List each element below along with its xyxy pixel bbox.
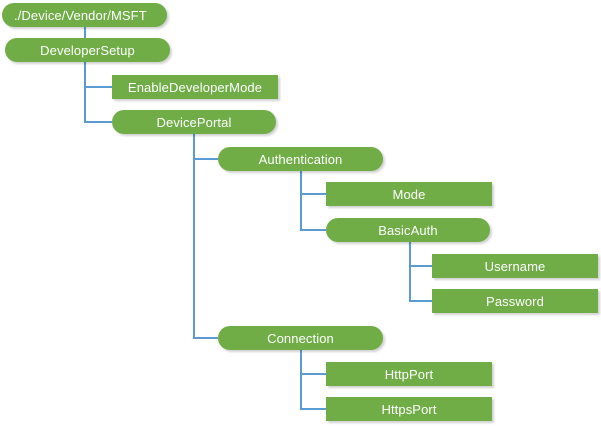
tree-node-mode[interactable]: Mode [326,182,492,206]
connector-seg-to-username [409,265,432,267]
connector-seg-to-connection [193,337,218,339]
connector-seg-developersetup-down [84,62,86,123]
connector-seg-to-authentication [193,158,218,160]
tree-node-basicauth[interactable]: BasicAuth [326,218,490,242]
connector-seg-to-password [409,300,432,302]
tree-node-deviceportal[interactable]: DevicePortal [112,110,276,134]
tree-node-root[interactable]: ./Device/Vendor/MSFT [2,3,167,27]
tree-node-developersetup[interactable]: DeveloperSetup [5,38,170,62]
tree-node-enabledevelopermode[interactable]: EnableDeveloperMode [112,75,278,99]
connector-seg-to-httpport [300,373,326,375]
tree-node-httpport[interactable]: HttpPort [326,362,492,386]
connector-seg-basicauth-down [409,242,411,302]
tree-node-password[interactable]: Password [432,289,598,313]
tree-node-authentication[interactable]: Authentication [218,147,383,171]
connector-seg-to-basicauth [300,229,326,231]
connector-seg-authentication-down [300,171,302,230]
connector-seg-deviceportal-down [193,134,195,339]
connector-seg-to-enabledevelopermode [84,86,112,88]
connector-seg-connection-down [300,350,302,409]
connector-seg-to-mode [300,193,326,195]
connector-seg-to-httpsport [300,408,326,410]
tree-node-username[interactable]: Username [432,254,598,278]
tree-node-httpsport[interactable]: HttpsPort [326,397,492,421]
tree-node-connection[interactable]: Connection [218,326,383,350]
connector-seg-root-down [84,27,86,38]
connector-seg-to-deviceportal [84,121,112,123]
